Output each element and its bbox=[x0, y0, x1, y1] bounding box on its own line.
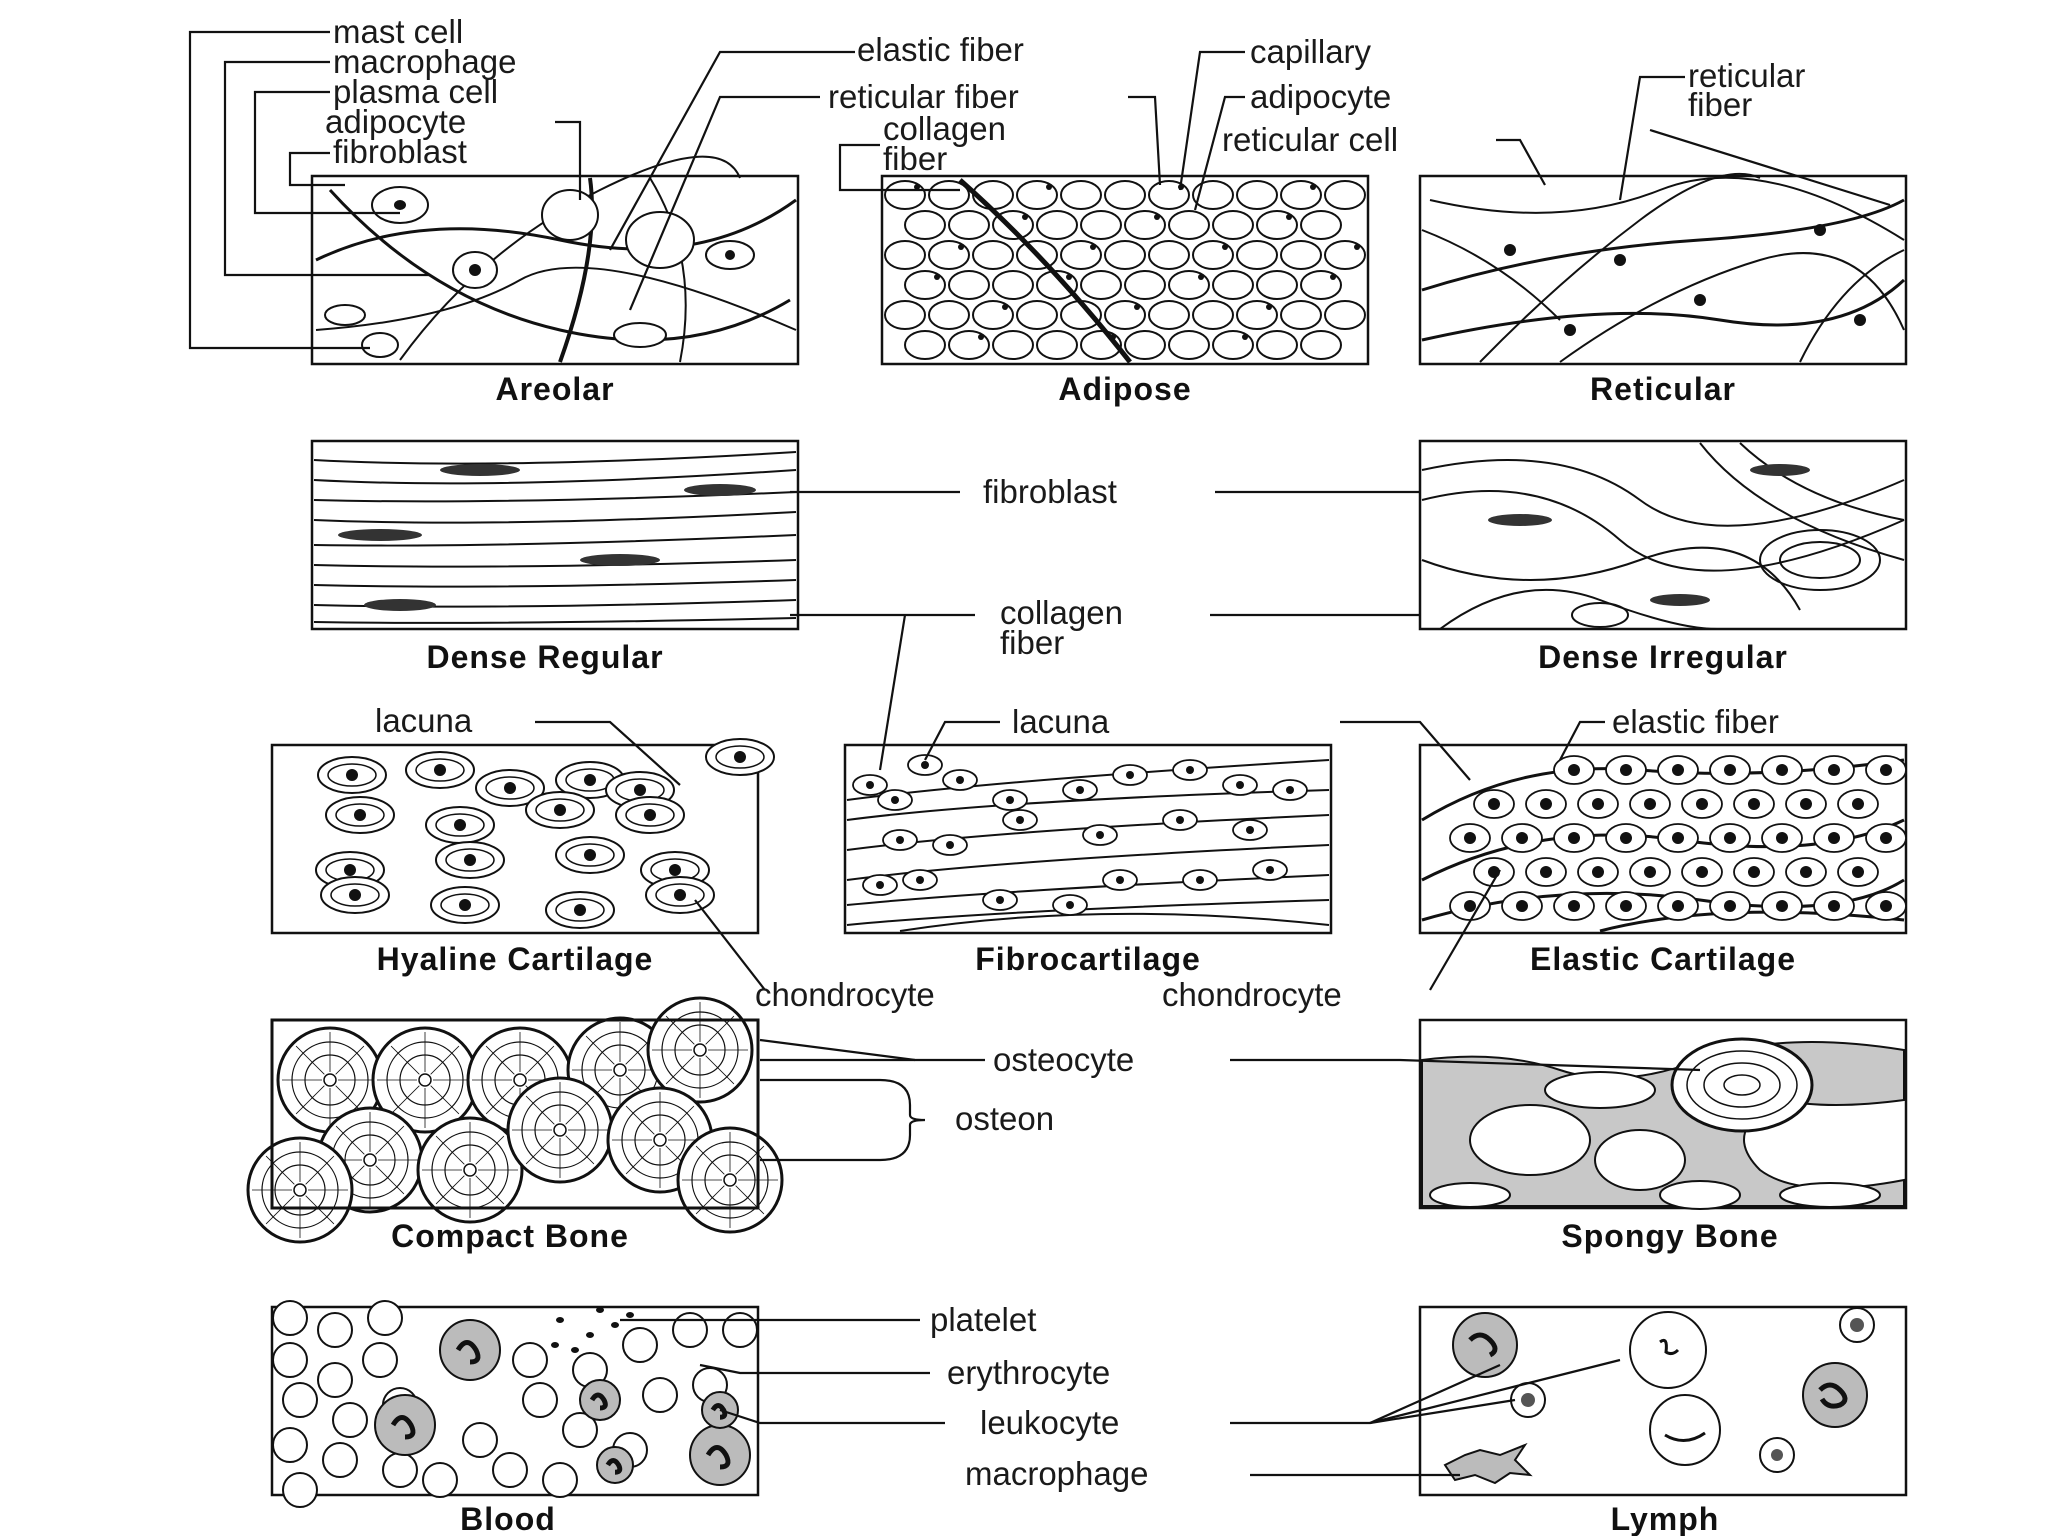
lymph-illustration bbox=[1443, 1307, 1875, 1485]
label-platelet: platelet bbox=[930, 1301, 1036, 1338]
caption-lymph: Lymph bbox=[1611, 1501, 1720, 1536]
label-elastic-fiber: elastic fiber bbox=[857, 31, 1024, 68]
caption-dense-irregular: Dense Irregular bbox=[1538, 639, 1788, 675]
label-osteocyte: osteocyte bbox=[993, 1041, 1134, 1078]
label-chondrocyte-2: chondrocyte bbox=[1162, 976, 1342, 1013]
caption-areolar: Areolar bbox=[495, 371, 614, 407]
caption-fibrocartilage: Fibrocartilage bbox=[975, 941, 1201, 977]
label-lacuna-1: lacuna bbox=[375, 702, 473, 739]
label-macrophage: macrophage bbox=[333, 43, 516, 80]
caption-adipose: Adipose bbox=[1058, 371, 1191, 407]
label-collagen-mid: collagen bbox=[1000, 594, 1123, 631]
label-leukocyte: leukocyte bbox=[980, 1404, 1119, 1441]
dense-irregular-illustration bbox=[1421, 442, 1905, 631]
fibrocartilage-cells bbox=[852, 754, 1308, 916]
label-adipocyte: adipocyte bbox=[325, 103, 466, 140]
caption-elastic-cartilage: Elastic Cartilage bbox=[1530, 941, 1796, 977]
label-elastic-fiber-2: elastic fiber bbox=[1612, 703, 1779, 740]
label-fiber: fiber bbox=[883, 140, 947, 177]
label-adipocyte-2: adipocyte bbox=[1250, 78, 1391, 115]
label-fiber-mid: fiber bbox=[1000, 624, 1064, 661]
label-mast-cell: mast cell bbox=[333, 13, 463, 50]
label-osteon: osteon bbox=[955, 1100, 1054, 1137]
label-plasma-cell: plasma cell bbox=[333, 73, 498, 110]
caption-reticular: Reticular bbox=[1590, 371, 1736, 407]
caption-dense-regular: Dense Regular bbox=[426, 639, 663, 675]
reticular-illustration bbox=[1421, 172, 1906, 363]
label-reticular-fiber-right-2: fiber bbox=[1688, 86, 1752, 123]
elastic-cartilage-cells bbox=[1449, 755, 1907, 921]
label-reticular-fiber: reticular fiber bbox=[828, 78, 1019, 115]
label-macrophage-2: macrophage bbox=[965, 1455, 1148, 1492]
spongy-bone-illustration bbox=[1421, 1037, 1905, 1210]
label-reticular-cell: reticular cell bbox=[1222, 121, 1398, 158]
panel-captions: Areolar Adipose Reticular Dense Regular … bbox=[377, 371, 1796, 1536]
caption-hyaline-cartilage: Hyaline Cartilage bbox=[377, 941, 654, 977]
label-lacuna-2: lacuna bbox=[1012, 703, 1110, 740]
label-capillary: capillary bbox=[1250, 33, 1372, 70]
compact-bone-illustration bbox=[246, 996, 784, 1244]
adipose-illustration bbox=[884, 178, 1366, 364]
label-erythrocyte: erythrocyte bbox=[947, 1354, 1110, 1391]
leader-lines bbox=[188, 30, 1891, 1477]
label-chondrocyte-1: chondrocyte bbox=[755, 976, 935, 1013]
caption-compact-bone: Compact Bone bbox=[391, 1218, 629, 1254]
label-fibroblast: fibroblast bbox=[333, 133, 467, 170]
dense-regular-illustration bbox=[313, 451, 797, 624]
label-fibroblast-mid: fibroblast bbox=[983, 473, 1117, 510]
hyaline-illustration bbox=[315, 738, 775, 929]
caption-blood: Blood bbox=[460, 1501, 556, 1536]
label-reticular-fiber-right-1: reticular bbox=[1688, 57, 1805, 94]
caption-spongy-bone: Spongy Bone bbox=[1561, 1218, 1778, 1254]
fibrocartilage-illustration bbox=[846, 759, 1330, 932]
label-collagen: collagen bbox=[883, 110, 1006, 147]
annotation-labels: mast cell macrophage plasma cell adipocy… bbox=[325, 13, 1805, 1492]
